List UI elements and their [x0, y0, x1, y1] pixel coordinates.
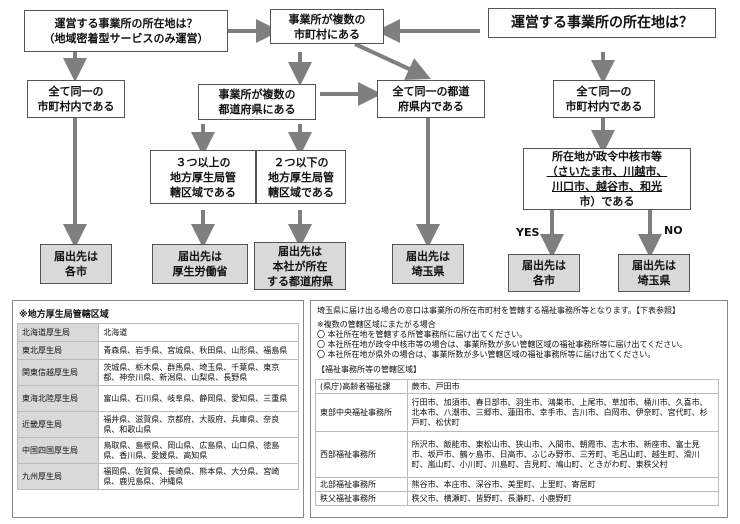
table-row: 西部福祉事務所所沢市、飯能市、東松山市、狭山市、入間市、朝霞市、志木市、新座市、…: [315, 431, 720, 478]
two-less-bureaus-box: ２つ以下の 地方厚生局管 轄区域である: [256, 150, 346, 204]
yes-label: YES: [516, 226, 540, 239]
table-row: 東北厚生局青森県、岩手県、宮城県、秋田県、山形県、福島県: [16, 341, 299, 360]
three-plus-bureaus-box: ３つ以上の 地方厚生局管 轄区域である: [150, 150, 256, 204]
right-same-city-box: 全て同一の 市町村内である: [553, 80, 655, 118]
flow-arrows: [63, 19, 662, 258]
center-multi-pref-box: 事業所が複数の 都道府県にある: [198, 84, 316, 120]
core-city-line-3: 川口市、越谷市、和光: [552, 180, 662, 193]
welfare-offices-table: (県庁)高齢者福祉課蕨市、戸田市 東部中央福祉事務所行田市、加須市、春日部市、羽…: [315, 379, 720, 506]
regional-bureaus-title: ※地方厚生局管轄区域: [19, 310, 109, 320]
core-city-line-4: 市）である: [579, 195, 635, 208]
table-row: 中国四国厚生局鳥取県、島根県、岡山県、広島県、山口県、徳島県、香川県、愛媛県、高…: [16, 437, 299, 464]
table-row: 東部中央福祉事務所行田市、加須市、春日部市、羽生市、鴻巣市、上尾市、草加市、桶川…: [315, 393, 720, 432]
table-row: 関東信越厚生局茨城県、栃木県、群馬県、埼玉県、千葉県、東京都、神奈川県、新潟県、…: [16, 359, 299, 386]
destination-city-1: 届出先は 各市: [40, 244, 112, 284]
multi-area-note-2: 〇 本社所在地が政令中核市等の場合は、事業所数が多い管轄区域の福祉事務所等に届け…: [317, 340, 688, 349]
table-row: 九州厚生局福岡県、佐賀県、長崎県、熊本県、大分県、宮崎県、鹿児島県、沖縄県: [16, 463, 299, 490]
office-areas: 熊谷市、本庄市、深谷市、美里町、上里町、寄居町: [406, 477, 720, 492]
table-row: 秩父福祉事務所秩父市、横瀬町、皆野町、長瀞町、小鹿野町: [315, 491, 720, 506]
multi-area-note-1: 〇 本社所在地を管轄する所管事務所に届け出てください。: [317, 330, 528, 339]
bureau-name: 北海道厚生局: [16, 323, 100, 342]
bureau-areas: 鳥取県、島根県、岡山県、広島県、山口県、徳島県、香川県、愛媛県、高知県: [98, 437, 299, 464]
core-city-question-box: 所在地が政令中核市等 （さいたま市、川越市、 川口市、越谷市、和光 市）である: [523, 148, 691, 210]
offices-table-title: 【福祉事務所等の管轄区域】: [317, 365, 421, 374]
no-label: NO: [664, 224, 683, 237]
destination-city-2: 届出先は 各市: [508, 254, 580, 292]
office-name: (県庁)高齢者福祉課: [315, 379, 408, 394]
center-same-pref-box: 全て同一の都道 府県内である: [377, 80, 485, 118]
office-name: 東部中央福祉事務所: [315, 393, 408, 432]
office-name: 秩父福祉事務所: [315, 491, 408, 506]
question-left-box: 運営する事業所の所在地は？ （地域密着型サービスのみ運営）: [24, 10, 228, 52]
office-areas: 行田市、加須市、春日部市、羽生市、鴻巣市、上尾市、草加市、桶川市、久喜市、北本市…: [406, 393, 720, 432]
table-row: 北部福祉事務所熊谷市、本庄市、深谷市、美里町、上里町、寄居町: [315, 477, 720, 492]
bureau-areas: 福井県、滋賀県、京都府、大阪府、兵庫県、奈良県、和歌山県: [98, 411, 299, 438]
office-areas: 所沢市、飯能市、東松山市、狭山市、入間市、朝霞市、志木市、新座市、富士見市、坂戸…: [406, 431, 720, 478]
core-city-line-2: （さいたま市、川越市、: [546, 165, 668, 178]
destination-saitama-1: 届出先は 埼玉県: [392, 244, 464, 284]
multi-area-note-3: 〇 本社所在地が県外の場合は、事業所数が多い管轄区域の福祉事務所等に届け出てくだ…: [317, 350, 656, 359]
destination-saitama-2: 届出先は 埼玉県: [618, 254, 690, 292]
bureau-areas: 青森県、岩手県、宮城県、秋田県、山形県、福島県: [98, 341, 299, 360]
regional-bureaus-panel: ※地方厚生局管轄区域 北海道厚生局北海道 東北厚生局青森県、岩手県、宮城県、秋田…: [12, 300, 304, 518]
question-right-box: 運営する事業所の所在地は？: [488, 8, 716, 38]
office-name: 北部福祉事務所: [315, 477, 408, 492]
regional-bureaus-table: 北海道厚生局北海道 東北厚生局青森県、岩手県、宮城県、秋田県、山形県、福島県 関…: [16, 323, 299, 490]
office-areas: 秩父市、横瀬町、皆野町、長瀞町、小鹿野町: [406, 491, 720, 506]
bureau-areas: 茨城県、栃木県、群馬県、埼玉県、千葉県、東京都、神奈川県、新潟県、山梨県、長野県: [98, 359, 299, 386]
table-row: (県庁)高齢者福祉課蕨市、戸田市: [315, 379, 720, 394]
multi-area-notes-title: ※複数の管轄区域にまたがる場合: [317, 320, 436, 329]
table-row: 近畿厚生局福井県、滋賀県、京都府、大阪府、兵庫県、奈良県、和歌山県: [16, 411, 299, 438]
office-name: 西部福祉事務所: [315, 431, 408, 478]
arrow-center-right-down: [354, 42, 431, 80]
core-city-line-1: 所在地が政令中核市等: [552, 150, 662, 163]
destination-mhlw: 届出先は 厚生労働省: [152, 244, 248, 284]
bureau-areas: 北海道: [98, 323, 299, 342]
office-areas: 蕨市、戸田市: [406, 379, 720, 394]
bureau-name: 関東信越厚生局: [16, 359, 100, 386]
bureau-areas: 福岡県、佐賀県、長崎県、熊本県、大分県、宮崎県、鹿児島県、沖縄県: [98, 463, 299, 490]
bureau-name: 九州厚生局: [16, 463, 100, 490]
question-center-box: 事業所が複数の 市町村にある: [270, 9, 384, 44]
bureau-name: 東海北陸厚生局: [16, 385, 100, 412]
table-row: 東海北陸厚生局富山県、石川県、岐阜県、静岡県、愛知県、三重県: [16, 385, 299, 412]
bureau-name: 中国四国厚生局: [16, 437, 100, 464]
bureau-areas: 富山県、石川県、岐阜県、静岡県、愛知県、三重県: [98, 385, 299, 412]
left-same-city-box: 全て同一の 市町村内である: [27, 80, 125, 118]
destination-hq-pref: 届出先は 本社が所在 する都道府県: [254, 242, 346, 290]
saitama-offices-panel: 埼玉県に届け出る場合の窓口は事業所の所在市町村を管轄する福祉事務所等となります。…: [310, 300, 728, 518]
bureau-name: 東北厚生局: [16, 341, 100, 360]
saitama-intro: 埼玉県に届け出る場合の窓口は事業所の所在市町村を管轄する福祉事務所等となります。…: [317, 306, 680, 315]
table-row: 北海道厚生局北海道: [16, 323, 299, 342]
bureau-name: 近畿厚生局: [16, 411, 100, 438]
